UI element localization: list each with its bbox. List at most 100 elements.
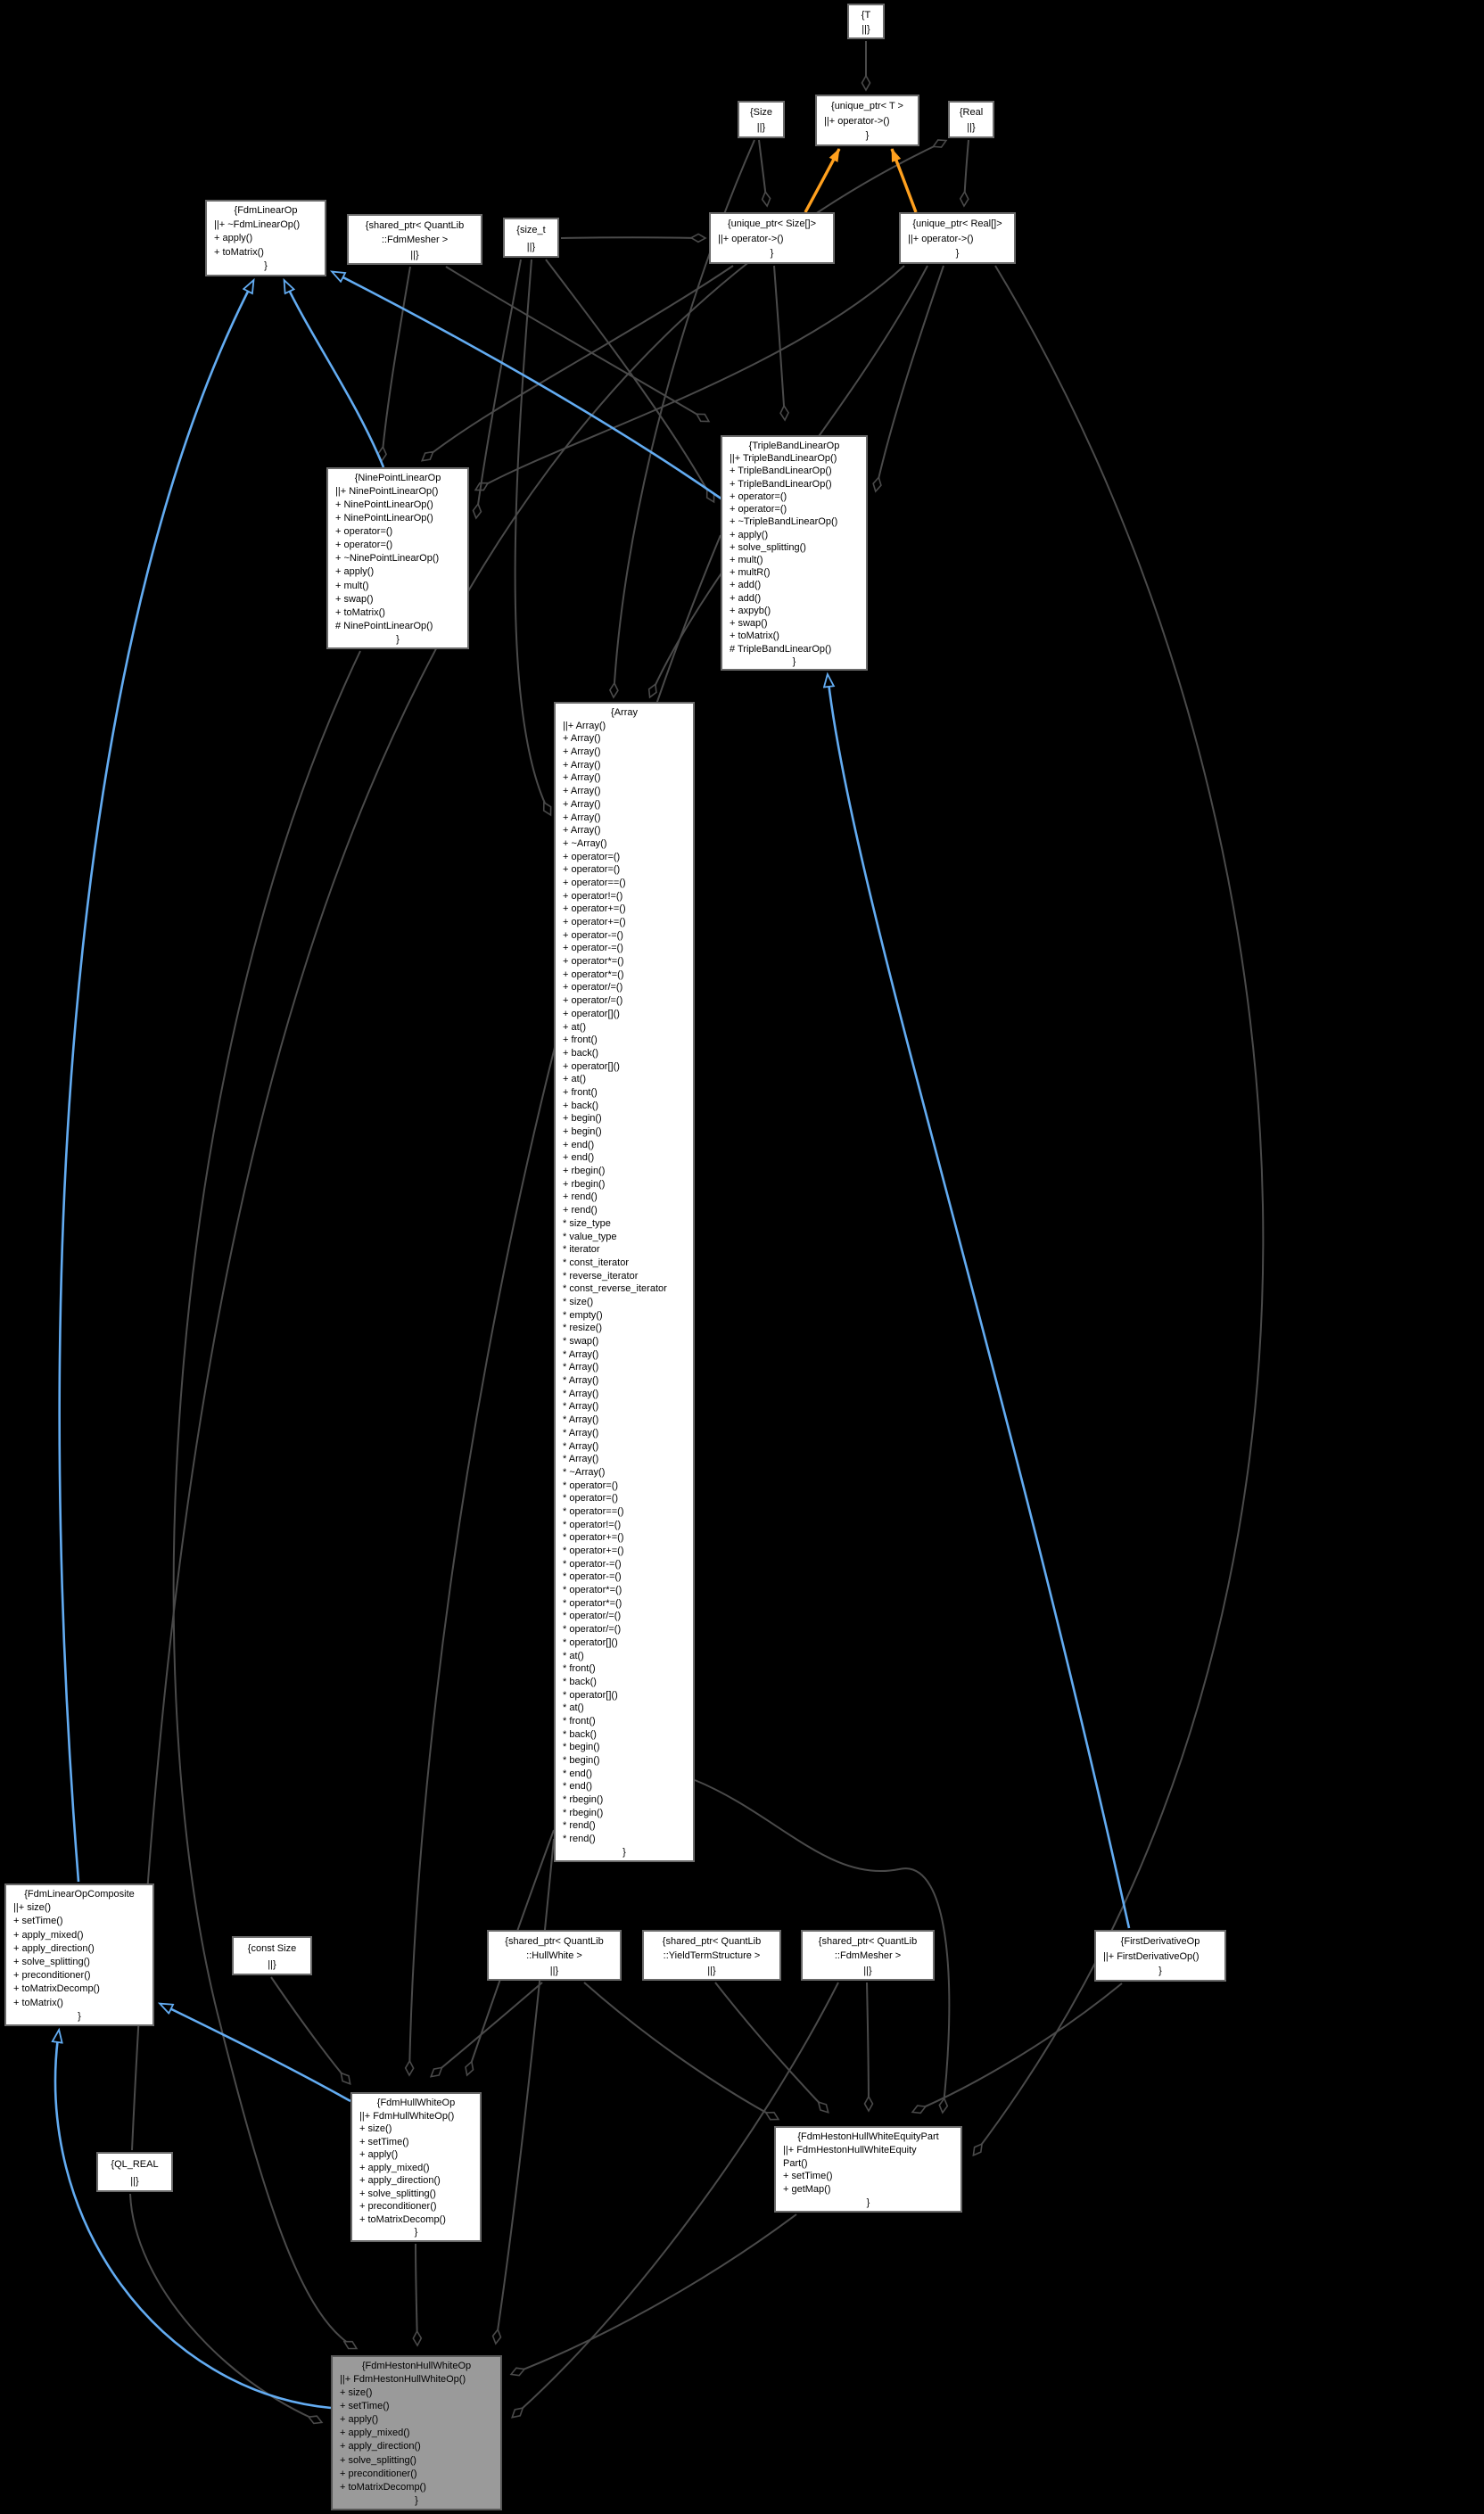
member-line: + toMatrixDecomp() bbox=[340, 2481, 426, 2493]
class-node-ql-real[interactable]: {QL_REAL||} bbox=[96, 2152, 173, 2192]
member-line: * Array() bbox=[563, 1414, 599, 1426]
member-line: + operator=() bbox=[335, 540, 393, 551]
member-line: + operator*=() bbox=[563, 956, 624, 968]
member-line: + toMatrixDecomp() bbox=[13, 1983, 100, 1995]
member-line: ||} bbox=[756, 122, 766, 133]
member-line: ::FdmMesher > bbox=[834, 1950, 902, 1962]
member-line: + mult() bbox=[335, 580, 369, 591]
member-line: + solve_splitting() bbox=[730, 541, 806, 553]
member-line: * back() bbox=[563, 1728, 597, 1740]
member-line: {size_t bbox=[516, 225, 546, 235]
member-line: + toMatrix() bbox=[13, 1997, 63, 2008]
class-node-fdm-linear-op[interactable]: {FdmLinearOp||+ ~FdmLinearOp()+ apply()+… bbox=[205, 200, 326, 276]
member-line: + operator==() bbox=[563, 877, 626, 888]
member-line: + operator=() bbox=[730, 504, 787, 515]
class-node-shared-ptr-fdm-mesher-a[interactable]: {shared_ptr< QuantLib::FdmMesher >||} bbox=[347, 214, 482, 265]
member-line: + operator-=() bbox=[563, 943, 623, 954]
class-node-unique-ptr-t[interactable]: {unique_ptr< T >||+ operator->()} bbox=[815, 95, 919, 146]
member-line: {unique_ptr< Size[]> bbox=[727, 218, 817, 229]
class-node-shared-ptr-yield-term-structure[interactable]: {shared_ptr< QuantLib::YieldTermStructur… bbox=[642, 1930, 781, 1981]
inheritance-edge bbox=[55, 2031, 332, 2410]
inheritance-edge bbox=[333, 272, 723, 501]
class-node-fdm-hull-white-op[interactable]: {FdmHullWhiteOp||+ FdmHullWhiteOp()+ siz… bbox=[350, 2092, 482, 2242]
member-line: + setTime() bbox=[783, 2171, 833, 2182]
member-line: + operator+=() bbox=[563, 917, 626, 927]
member-line: {shared_ptr< QuantLib bbox=[365, 220, 465, 231]
usage-edge bbox=[714, 1982, 828, 2112]
member-line: * operator+=() bbox=[563, 1532, 624, 1544]
class-node-const-size[interactable]: {const Size||} bbox=[232, 1936, 312, 1975]
member-line: + operator/=() bbox=[563, 982, 623, 993]
member-line: + operator[]() bbox=[563, 1060, 620, 1072]
member-line: ||} bbox=[707, 1965, 716, 1976]
member-line: + Array() bbox=[563, 772, 601, 784]
class-node-shared-ptr-fdm-mesher-b[interactable]: {shared_ptr< QuantLib::FdmMesher >||} bbox=[801, 1930, 935, 1981]
member-line: + TripleBandLinearOp() bbox=[730, 466, 832, 477]
member-line: * const_reverse_iterator bbox=[563, 1283, 667, 1295]
member-line: + size() bbox=[359, 2123, 392, 2135]
member-line: ::FdmMesher > bbox=[381, 235, 449, 246]
class-node-array[interactable]: {Array||+ Array()+ Array()+ Array()+ Arr… bbox=[554, 702, 695, 1862]
class-node-shared-ptr-hull-white[interactable]: {shared_ptr< QuantLib::HullWhite >||} bbox=[487, 1930, 622, 1981]
member-line: + mult() bbox=[730, 554, 763, 565]
member-line: + rend() bbox=[563, 1191, 598, 1203]
usage-edge bbox=[512, 2213, 797, 2374]
class-node-size-t[interactable]: {size_t||} bbox=[503, 218, 559, 258]
class-node-unique-ptr-size-arr[interactable]: {unique_ptr< Size[]>||+ operator->()} bbox=[709, 212, 835, 264]
member-line: {Array bbox=[611, 707, 638, 718]
member-line: ||+ FdmHestonHullWhiteEquity bbox=[783, 2144, 917, 2155]
member-line: {Real bbox=[959, 107, 984, 118]
class-node-nine-point-linear-op[interactable]: {NinePointLinearOp||+ NinePointLinearOp(… bbox=[326, 467, 469, 649]
usage-edge bbox=[867, 1982, 869, 2110]
member-line: } bbox=[865, 130, 870, 142]
member-line: } bbox=[955, 248, 960, 260]
member-line: + TripleBandLinearOp() bbox=[730, 478, 832, 490]
member-line: * Array() bbox=[563, 1348, 599, 1360]
member-line: + at() bbox=[563, 1021, 586, 1033]
member-line: + front() bbox=[563, 1034, 598, 1046]
member-line: + ~Array() bbox=[563, 837, 607, 849]
usage-edge bbox=[694, 1779, 951, 2112]
member-line: + setTime() bbox=[359, 2136, 409, 2147]
class-node-fdm-heston-hull-white-equity-part[interactable]: {FdmHestonHullWhiteEquityPart ||+ FdmHest… bbox=[774, 2126, 962, 2213]
member-line: } bbox=[866, 2197, 870, 2209]
member-line: + apply_direction() bbox=[359, 2175, 441, 2187]
usage-edge bbox=[773, 265, 785, 419]
class-node-t[interactable]: {T||} bbox=[847, 4, 885, 39]
member-line: ||+ NinePointLinearOp() bbox=[335, 486, 439, 498]
class-node-fdm-linear-op-composite[interactable]: {FdmLinearOpComposite||+ size()+ setTime… bbox=[4, 1883, 154, 2026]
member-line: ||} bbox=[410, 249, 419, 260]
class-node-fdm-heston-hull-white-op[interactable]: {FdmHestonHullWhiteOp||+ FdmHestonHullWh… bbox=[331, 2355, 502, 2510]
member-line: {FdmHestonHullWhiteEquityPart bbox=[797, 2131, 939, 2142]
member-line: } bbox=[396, 633, 400, 645]
member-line: + toMatrix() bbox=[730, 631, 779, 642]
member-line: + axpyb() bbox=[730, 605, 771, 616]
inheritance-edge bbox=[161, 2004, 351, 2103]
member-line: + operator+=() bbox=[563, 903, 626, 915]
class-node-unique-ptr-real-arr[interactable]: {unique_ptr< Real[]>||+ operator->()} bbox=[899, 212, 1016, 264]
member-line: * rend() bbox=[563, 1820, 596, 1832]
class-node-first-derivative-op[interactable]: {FirstDerivativeOp||+ FirstDerivativeOp(… bbox=[1094, 1930, 1226, 1982]
member-line: {FdmHestonHullWhiteOp bbox=[361, 2361, 472, 2371]
member-line: * operator!=() bbox=[563, 1519, 622, 1530]
usage-edge bbox=[445, 266, 708, 421]
member-line: + operator=() bbox=[335, 526, 393, 538]
class-node-real[interactable]: {Real||} bbox=[948, 101, 994, 138]
member-line: + rbegin() bbox=[563, 1178, 606, 1190]
member-line: * rbegin() bbox=[563, 1807, 604, 1818]
member-line: ||+ FdmHullWhiteOp() bbox=[359, 2110, 455, 2122]
template-instantiation-edge bbox=[804, 148, 841, 213]
member-line: * operator==() bbox=[563, 1505, 624, 1517]
member-line: + toMatrix() bbox=[214, 246, 264, 258]
class-node-triple-band-linear-op[interactable]: {TripleBandLinearOp||+ TripleBandLinearO… bbox=[721, 435, 868, 671]
member-line: + getMap() bbox=[783, 2184, 831, 2196]
usage-edge bbox=[131, 141, 945, 2151]
member-line: + apply_direction() bbox=[340, 2441, 421, 2452]
usage-edge bbox=[514, 259, 550, 814]
member-line: * iterator bbox=[563, 1244, 600, 1256]
class-node-size[interactable]: {Size||} bbox=[738, 101, 785, 138]
member-line: + operator=() bbox=[563, 864, 621, 876]
inheritance-edge bbox=[284, 281, 385, 468]
member-line: + front() bbox=[563, 1086, 598, 1098]
